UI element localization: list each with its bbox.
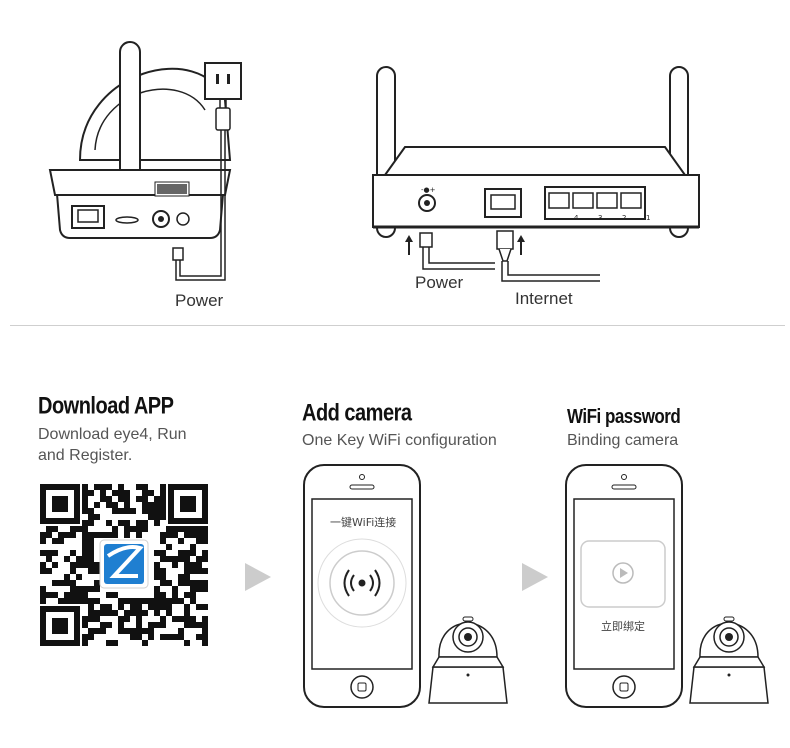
step-1-title: Download APP (38, 393, 174, 420)
router-port-number: 4 (574, 214, 579, 222)
ip-camera-rear-illustration (48, 41, 242, 281)
router-power-label: Power (415, 273, 464, 292)
step-3-phone-screen-text: 立即绑定 (601, 620, 645, 633)
section-divider (10, 325, 785, 326)
camera-power-label: Power (175, 291, 224, 310)
step-arrow-icon (245, 563, 271, 591)
router-internet-label: Internet (515, 289, 573, 308)
router-port-number: 1 (646, 214, 650, 222)
qr-code (40, 484, 208, 646)
step-2-subtitle: One Key WiFi configuration (302, 432, 497, 449)
router-port-number: 2 (622, 214, 626, 222)
step-1-subtitle-line-2: and Register. (38, 447, 133, 464)
step-1-subtitle-line-1: Download eye4, Run (38, 426, 187, 443)
step-3-title: WiFi password (567, 405, 681, 428)
svg-text:-●+: -●+ (421, 186, 436, 194)
smartphone-illustration (303, 464, 421, 708)
router-rear-illustration: -●+ (372, 66, 700, 282)
step-3-subtitle: Binding camera (567, 432, 679, 449)
router-port-numbers: 4 3 2 1 (574, 214, 650, 222)
step-2-title: Add camera (302, 400, 412, 427)
ip-camera-front-icon (428, 616, 508, 704)
step-arrow-icon (522, 563, 548, 591)
smartphone-illustration (565, 464, 683, 708)
router-port-number: 3 (598, 214, 602, 222)
ip-camera-front-icon (689, 616, 769, 704)
step-2-phone-screen-text: 一键WiFi连接 (330, 516, 397, 529)
